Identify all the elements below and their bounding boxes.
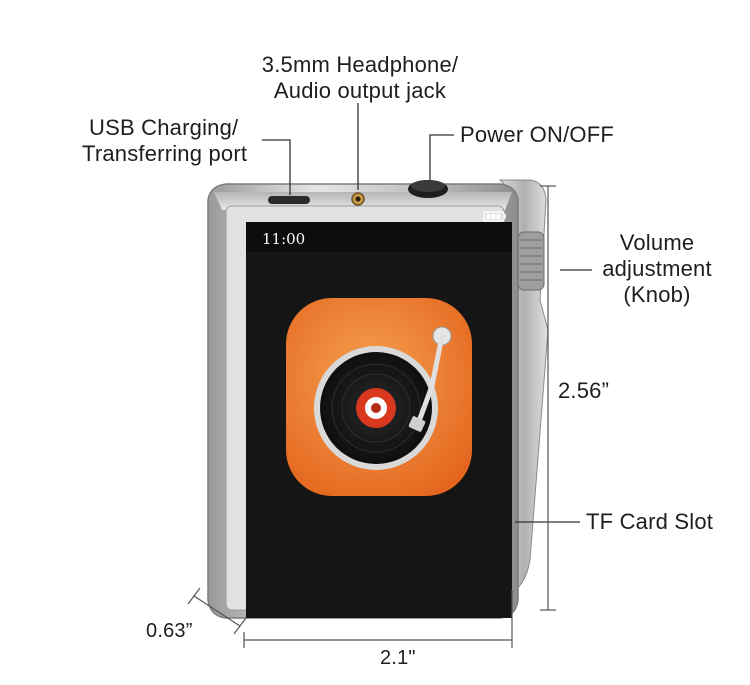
headphone-label-line1: 3.5mm Headphone/	[261, 52, 459, 77]
battery-icon	[483, 211, 506, 222]
volume-knob	[517, 231, 545, 291]
dimension-lines	[187, 185, 556, 648]
volume-label-line1: Volume	[619, 230, 695, 255]
tf-card-slot-label: TF Card Slot	[586, 509, 714, 534]
usb-port	[268, 196, 310, 204]
headphone-jack-label: 3.5mm Headphone/ Audio output jack	[250, 52, 470, 104]
turntable-music-icon	[286, 298, 472, 496]
volume-knob-label: Volume adjustment (Knob)	[592, 230, 722, 308]
volume-label-line3: (Knob)	[623, 282, 691, 307]
usb-label-line2: Transferring port	[82, 141, 248, 166]
usb-port-label: USB Charging/ Transferring port	[82, 115, 282, 167]
usb-label-line1: USB Charging/	[89, 115, 239, 140]
power-button-label: Power ON/OFF	[460, 122, 614, 147]
thickness-dimension-label: 0.63”	[146, 620, 193, 642]
screen-clock: 11:00	[262, 230, 306, 248]
height-dimension-label: 2.56”	[558, 378, 610, 403]
headphone-label-line2: Audio output jack	[273, 78, 447, 103]
volume-label-line2: adjustment	[602, 256, 712, 281]
width-dimension-label: 2.1"	[380, 647, 416, 669]
